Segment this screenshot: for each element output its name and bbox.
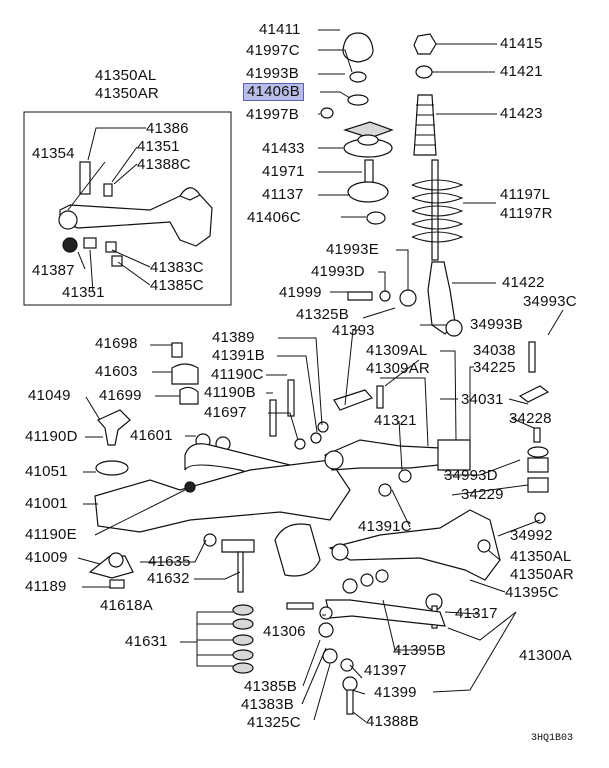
part-label-41997C[interactable]: 41997C [246,42,300,59]
part-label-41631[interactable]: 41631 [125,633,168,650]
part-label-41699[interactable]: 41699 [99,387,142,404]
part-label-41325B[interactable]: 41325B [296,306,349,323]
part-label-41383B[interactable]: 41383B [241,696,294,713]
part-label-41997B[interactable]: 41997B [246,106,299,123]
part-label-41350AL-inset[interactable]: 41350AL [95,67,157,84]
part-label-41388C[interactable]: 41388C [137,156,191,173]
diagram-code: 3HQ1B03 [531,733,574,744]
leader-lines [67,29,564,723]
part-label-41309AR[interactable]: 41309AR [366,360,430,377]
part-label-41391C[interactable]: 41391C [358,518,412,535]
part-label-41385C[interactable]: 41385C [150,277,204,294]
part-label-41423[interactable]: 41423 [500,105,543,122]
part-label-41422[interactable]: 41422 [502,274,545,291]
part-label-34228[interactable]: 34228 [509,410,552,427]
part-label-41300A[interactable]: 41300A [519,647,572,664]
part-label-41397[interactable]: 41397 [364,662,407,679]
part-label-41632[interactable]: 41632 [147,570,190,587]
part-label-34992[interactable]: 34992 [510,527,553,544]
part-label-41395B[interactable]: 41395B [393,642,446,659]
part-label-41406C[interactable]: 41406C [247,209,301,226]
part-label-41386[interactable]: 41386 [146,120,189,137]
part-label-41393[interactable]: 41393 [332,322,375,339]
part-label-41306[interactable]: 41306 [263,623,306,640]
part-label-41391B[interactable]: 41391B [212,347,265,364]
part-label-41406B-highlighted[interactable]: 41406B [243,83,304,101]
part-label-41421[interactable]: 41421 [500,63,543,80]
part-label-41389[interactable]: 41389 [212,329,255,346]
part-label-34993B[interactable]: 34993B [470,316,523,333]
part-label-41385B[interactable]: 41385B [244,678,297,695]
part-label-41197R[interactable]: 41197R [500,205,553,222]
part-label-41411[interactable]: 41411 [259,21,301,38]
part-label-41383C[interactable]: 41383C [150,259,204,276]
part-label-41325C[interactable]: 41325C [247,714,301,731]
part-label-41601[interactable]: 41601 [130,427,173,444]
part-label-41001[interactable]: 41001 [25,495,68,512]
part-label-41189[interactable]: 41189 [25,578,67,595]
stabilizer-parts [88,342,351,593]
part-label-41351-lower[interactable]: 41351 [62,284,105,301]
part-label-41190E[interactable]: 41190E [25,526,77,543]
knuckle-inset-box [23,111,232,306]
part-label-34993D[interactable]: 34993D [444,467,498,484]
part-label-41387[interactable]: 41387 [32,262,75,279]
part-label-41049[interactable]: 41049 [28,387,71,404]
part-label-41354[interactable]: 41354 [32,145,75,162]
part-label-34993C[interactable]: 34993C [523,293,577,310]
part-label-34038[interactable]: 34038 [473,342,516,359]
part-label-41993D[interactable]: 41993D [311,263,365,280]
part-label-41197L[interactable]: 41197L [500,186,551,203]
part-label-41309AL[interactable]: 41309AL [366,342,428,359]
part-label-41317[interactable]: 41317 [455,605,498,622]
part-label-41190D[interactable]: 41190D [25,428,78,445]
part-label-34225[interactable]: 34225 [473,359,516,376]
part-label-41190C[interactable]: 41190C [211,366,264,383]
shock-absorber [347,33,464,337]
part-label-41350AR[interactable]: 41350AR [510,566,574,583]
part-label-41350AR-inset[interactable]: 41350AR [95,85,159,102]
part-label-41971[interactable]: 41971 [262,163,305,180]
lower-arm-bushings [232,599,446,715]
part-label-34031[interactable]: 34031 [461,391,504,408]
part-label-41009[interactable]: 41009 [25,549,68,566]
part-label-41698[interactable]: 41698 [95,335,138,352]
part-label-41603[interactable]: 41603 [95,363,138,380]
part-label-41618A[interactable]: 41618A [100,597,153,614]
part-label-34229[interactable]: 34229 [461,486,504,503]
part-label-41190B[interactable]: 41190B [204,384,256,401]
part-label-41350AL[interactable]: 41350AL [510,548,572,565]
part-label-41993B[interactable]: 41993B [246,65,299,82]
part-label-41321[interactable]: 41321 [374,412,417,429]
part-label-41635[interactable]: 41635 [148,553,191,570]
part-label-41137[interactable]: 41137 [262,186,304,203]
part-label-41388B[interactable]: 41388B [366,713,419,730]
knuckle-inset-parts [58,161,213,267]
part-label-41697[interactable]: 41697 [204,404,247,421]
part-label-41395C[interactable]: 41395C [505,584,559,601]
part-label-41433[interactable]: 41433 [262,140,305,157]
strut-mount-stack [320,32,394,225]
part-label-41999[interactable]: 41999 [279,284,322,301]
part-label-41993E[interactable]: 41993E [326,241,379,258]
part-label-41399[interactable]: 41399 [374,684,417,701]
part-label-41051[interactable]: 41051 [25,463,68,480]
crossmember-arms [269,379,501,594]
part-label-41351-upper[interactable]: 41351 [137,138,180,155]
part-label-41415[interactable]: 41415 [500,35,543,52]
